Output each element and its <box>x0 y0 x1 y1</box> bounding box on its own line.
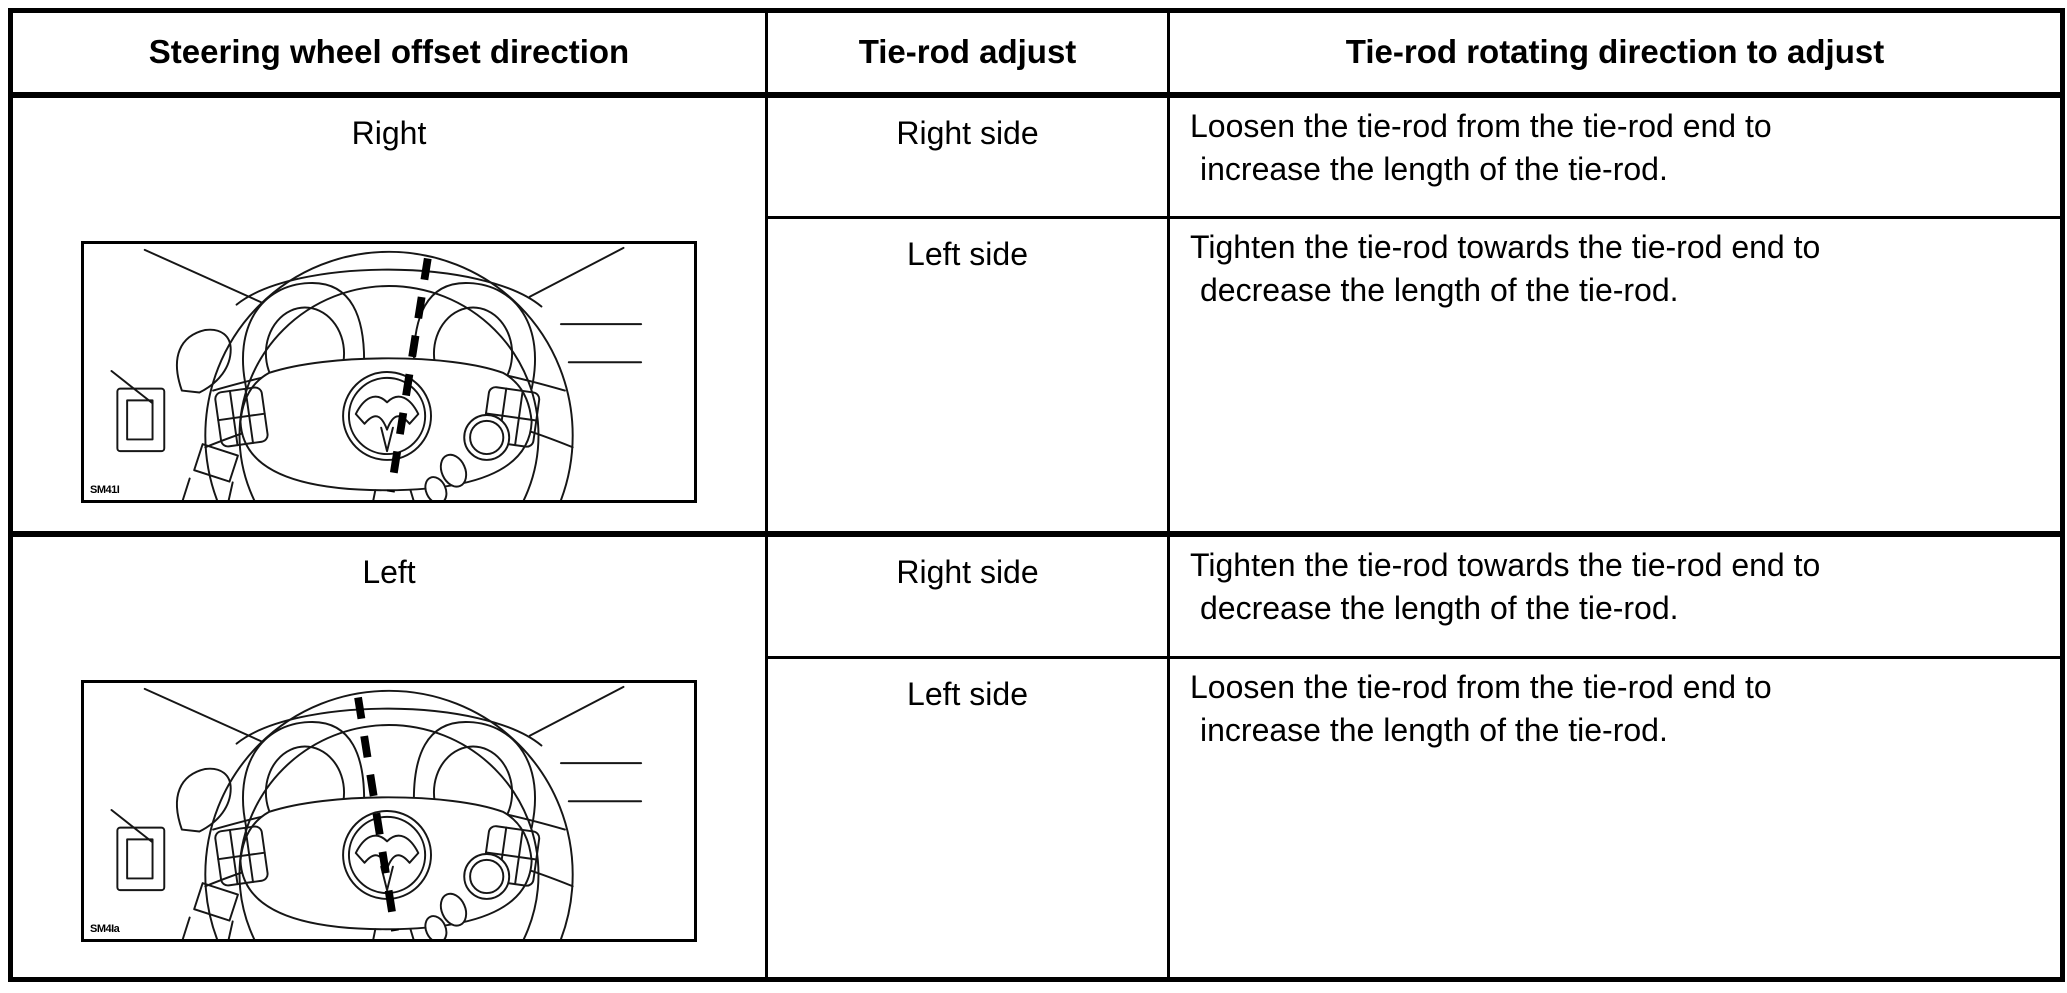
instruction-line: decrease the length of the tie-rod. <box>1200 589 1679 626</box>
steering-wheel-icon <box>110 246 643 500</box>
offset-direction-label: Right <box>351 114 427 151</box>
column-header-tie-rod-adjust: Tie-rod adjust <box>765 9 1170 98</box>
instruction-line: Tighten the tie-rod towards the tie-rod … <box>1190 546 1821 583</box>
tie-rod-side-label: Right side <box>896 114 1039 151</box>
offset-direction-cell-left: Left SM4Ia <box>9 530 768 981</box>
instruction-line: increase the length of the tie-rod. <box>1200 712 1668 748</box>
instruction-cell: Loosen the tie-rod from the tie-rod end … <box>1167 656 2064 981</box>
instruction-cell: Loosen the tie-rod from the tie-rod end … <box>1167 93 2064 219</box>
figure-code: SM41I <box>90 483 120 496</box>
tie-rod-side-cell: Right side <box>765 530 1170 659</box>
instruction-cell: Tighten the tie-rod towards the tie-rod … <box>1167 530 2064 659</box>
offset-direction-cell-right: Right SM41I <box>9 93 768 535</box>
table-row: Left side Tighten the tie-rod towards th… <box>11 216 2064 535</box>
table-row: Left side Loosen the tie-rod from the ti… <box>11 656 2064 981</box>
header-row: Steering wheel offset direction Tie-rod … <box>9 9 2064 98</box>
instruction-line: Tighten the tie-rod towards the tie-rod … <box>1190 229 1821 265</box>
instruction-line: Loosen the tie-rod from the tie-rod end … <box>1190 107 1772 144</box>
offset-center-dashed-line <box>386 257 432 493</box>
column-header-rotating-direction: Tie-rod rotating direction to adjust <box>1167 9 2064 98</box>
figure-code: SM4Ia <box>90 922 120 935</box>
tie-rod-side-label: Left side <box>907 236 1028 272</box>
offset-center-dashed-line <box>354 696 399 932</box>
offset-direction-label: Left <box>362 553 416 590</box>
instruction-line: decrease the length of the tie-rod. <box>1200 272 1679 308</box>
steering-wheel-diagram-left-offset: SM4Ia <box>81 679 697 942</box>
steering-wheel-icon <box>110 685 643 939</box>
tie-rod-side-cell: Left side <box>765 656 1170 981</box>
instruction-line: increase the length of the tie-rod. <box>1200 150 1668 187</box>
table-row: Right SM41I Right side Loosen the tie-ro… <box>9 93 2064 535</box>
instruction-line: Loosen the tie-rod from the tie-rod end … <box>1190 669 1772 705</box>
steering-wheel-diagram-right-offset: SM41I <box>81 240 697 503</box>
tie-rod-side-cell: Left side <box>765 216 1170 535</box>
table-row: Left SM4Ia Right side Tighten the tie-ro… <box>9 530 2064 981</box>
steering-offset-table: Steering wheel offset direction Tie-rod … <box>8 8 2065 982</box>
column-header-offset-direction: Steering wheel offset direction <box>9 9 768 98</box>
tie-rod-side-label: Right side <box>896 553 1039 590</box>
instruction-cell: Tighten the tie-rod towards the tie-rod … <box>1167 216 2064 535</box>
tie-rod-side-cell: Right side <box>765 93 1170 219</box>
tie-rod-side-label: Left side <box>907 676 1028 712</box>
